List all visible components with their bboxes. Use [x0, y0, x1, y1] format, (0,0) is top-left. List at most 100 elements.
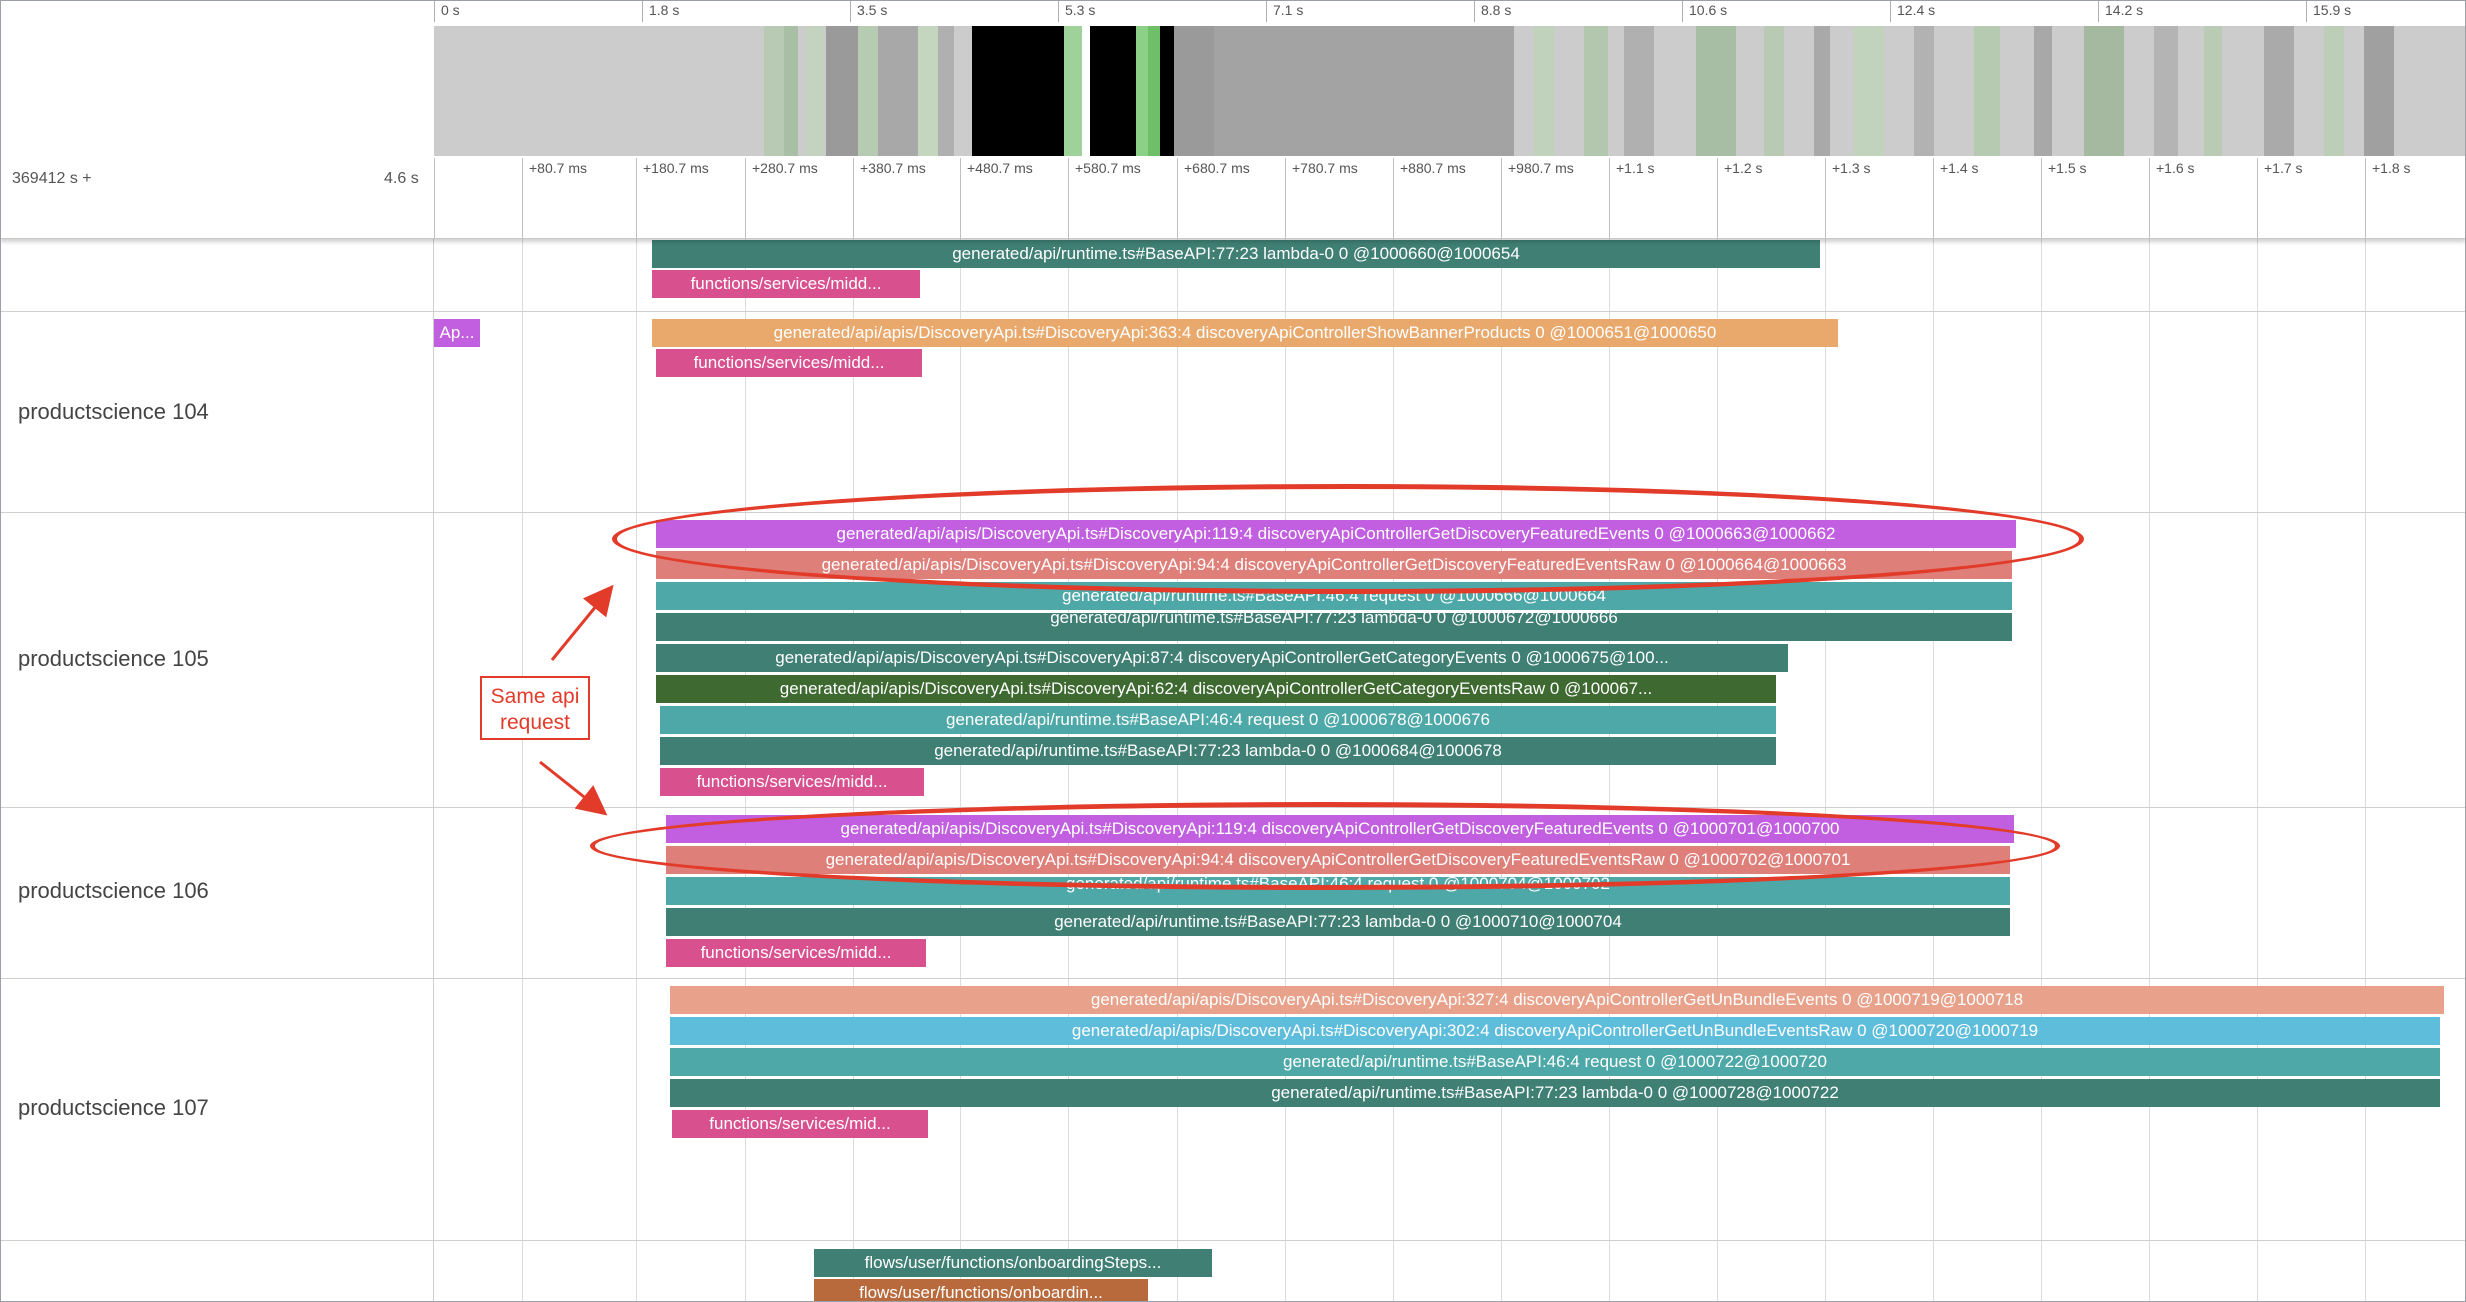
ruler-tick: +1.1 s	[1609, 158, 1655, 238]
track-label-107[interactable]: productscience 107	[18, 1095, 209, 1120]
trace-slice[interactable]: generated/api/runtime.ts#BaseAPI:77:23 l…	[652, 240, 1820, 268]
trace-slice[interactable]: generated/api/apis/DiscoveryApi.ts#Disco…	[670, 1017, 2440, 1045]
trace-slice[interactable]: functions/services/midd...	[652, 270, 920, 298]
trace-slice[interactable]: functions/services/midd...	[666, 939, 926, 967]
trace-slice[interactable]: generated/api/apis/DiscoveryApi.ts#Disco…	[670, 986, 2444, 1014]
ruler-tick: +1.4 s	[1933, 158, 1979, 238]
ruler-tick: +980.7 ms	[1501, 158, 1574, 238]
trace-slice[interactable]: flows/user/functions/onboardingSteps...	[814, 1249, 1212, 1277]
overview-segment	[938, 26, 954, 156]
overview-tick: 15.9 s	[2306, 0, 2351, 22]
trace-slice[interactable]: functions/services/midd...	[660, 768, 924, 796]
overview-segment	[764, 26, 784, 156]
ruler-tick: +480.7 ms	[960, 158, 1033, 238]
overview-segment	[1148, 26, 1160, 156]
trace-slice[interactable]: generated/api/runtime.ts#BaseAPI:77:23 l…	[670, 1079, 2440, 1107]
trace-slice[interactable]: generated/api/apis/DiscoveryApi.ts#Disco…	[652, 319, 1838, 347]
ruler-tick-label: +580.7 ms	[1075, 160, 1141, 176]
overview-segment	[1764, 26, 1784, 156]
gridline	[1717, 238, 1718, 1302]
ruler-start	[434, 158, 435, 238]
overview-segment-busy	[972, 26, 1064, 156]
gridline	[960, 238, 961, 1302]
ruler-tick: +1.6 s	[2149, 158, 2195, 238]
trace-slice[interactable]: generated/api/runtime.ts#BaseAPI:77:23 l…	[660, 737, 1776, 765]
overview-segment	[1814, 26, 1830, 156]
overview-segment	[1696, 26, 1736, 156]
ruler-tick: +280.7 ms	[745, 158, 818, 238]
overview-segment	[1854, 26, 1884, 156]
gridline	[1501, 238, 1502, 1302]
overview-segment	[2324, 26, 2344, 156]
callout-line: request	[499, 711, 571, 734]
ruler-tick: +680.7 ms	[1177, 158, 1250, 238]
overview-tick: 7.1 s	[1266, 0, 1303, 22]
overview-segment	[2364, 26, 2394, 156]
track-label-106[interactable]: productscience 106	[18, 878, 209, 903]
gridline	[522, 238, 523, 1302]
track-label-104[interactable]: productscience 104	[18, 399, 209, 424]
track-label-105[interactable]: productscience 105	[18, 646, 209, 671]
overview-segment	[1534, 26, 1554, 156]
ruler-tick: +1.2 s	[1717, 158, 1763, 238]
track-label-divider	[433, 238, 434, 1302]
overview-tick-label: 1.8 s	[649, 2, 680, 18]
trace-slice[interactable]: functions/services/midd...	[656, 349, 922, 377]
ruler-tick-label: +380.7 ms	[860, 160, 926, 176]
gridline	[1285, 238, 1286, 1302]
trace-slice[interactable]: generated/api/apis/DiscoveryApi.ts#Disco…	[656, 675, 1776, 703]
ruler-tick: +80.7 ms	[522, 158, 587, 238]
ruler-tick-label: +880.7 ms	[1400, 160, 1466, 176]
overview-activity-track[interactable]	[434, 26, 2466, 156]
ruler-tick-label: +980.7 ms	[1508, 160, 1574, 176]
ruler-tick: +380.7 ms	[853, 158, 926, 238]
track-separator	[0, 311, 2466, 312]
overview-tick: 1.8 s	[642, 0, 679, 22]
overview-timeline[interactable]: 0 s 1.8 s 3.5 s 5.3 s 7.1 s 8.8 s 10.6 s…	[434, 0, 2466, 158]
trace-slice[interactable]: generated/api/runtime.ts#BaseAPI:77:23 l…	[656, 613, 2012, 641]
overview-segment	[1064, 26, 1082, 156]
overview-segment	[858, 26, 878, 156]
overview-tick-label: 5.3 s	[1065, 2, 1096, 18]
overview-segment-busy	[1090, 26, 1136, 156]
time-offset-label: 369412 s +	[12, 170, 92, 187]
gridline	[1825, 238, 1826, 1302]
ruler-tick-label: +1.2 s	[1724, 160, 1763, 176]
ruler-tick-label: +1.6 s	[2156, 160, 2195, 176]
gridline	[2041, 238, 2042, 1302]
trace-slice[interactable]: functions/services/mid...	[672, 1110, 928, 1138]
overview-tick-label: 14.2 s	[2105, 2, 2144, 18]
overview-segment	[918, 26, 938, 156]
overview-tick: 0 s	[434, 0, 460, 22]
gridline	[2257, 238, 2258, 1302]
trace-slice[interactable]: generated/api/runtime.ts#BaseAPI:46:4 re…	[660, 706, 1776, 734]
trace-slice[interactable]: generated/api/runtime.ts#BaseAPI:46:4 re…	[670, 1048, 2440, 1076]
track-separator	[0, 978, 2466, 979]
overview-segment	[1624, 26, 1654, 156]
ruler-tick: +180.7 ms	[636, 158, 709, 238]
overview-tick-label: 12.4 s	[1897, 2, 1936, 18]
overview-tick: 3.5 s	[850, 0, 887, 22]
overview-segment	[2264, 26, 2294, 156]
trace-slice[interactable]: generated/api/apis/DiscoveryApi.ts#Disco…	[656, 644, 1788, 672]
time-ruler[interactable]: 369412 s + 4.6 s +80.7 ms +180.7 ms +280…	[0, 158, 2466, 239]
overview-tick-label: 0 s	[441, 2, 460, 18]
overview-segment	[2204, 26, 2222, 156]
trace-slice[interactable]: Ap...	[434, 319, 480, 347]
ruler-tick-label: +680.7 ms	[1184, 160, 1250, 176]
highlight-ellipse-106	[590, 802, 2060, 890]
ruler-tick: +1.3 s	[1825, 158, 1871, 238]
trace-slice[interactable]: flows/user/functions/onboardin...	[814, 1279, 1148, 1302]
overview-segment	[1082, 26, 1090, 156]
ruler-tick-label: +80.7 ms	[529, 160, 587, 176]
overview-segment	[1974, 26, 2000, 156]
trace-slice[interactable]: generated/api/runtime.ts#BaseAPI:77:23 l…	[666, 908, 2010, 936]
gridline	[1609, 238, 1610, 1302]
gridline	[636, 238, 637, 1302]
callout-line: Same api	[490, 685, 580, 708]
track-separator	[0, 1240, 2466, 1241]
ruler-tick: +1.8 s	[2365, 158, 2411, 238]
overview-segment	[784, 26, 798, 156]
overview-segment	[1174, 26, 1214, 156]
